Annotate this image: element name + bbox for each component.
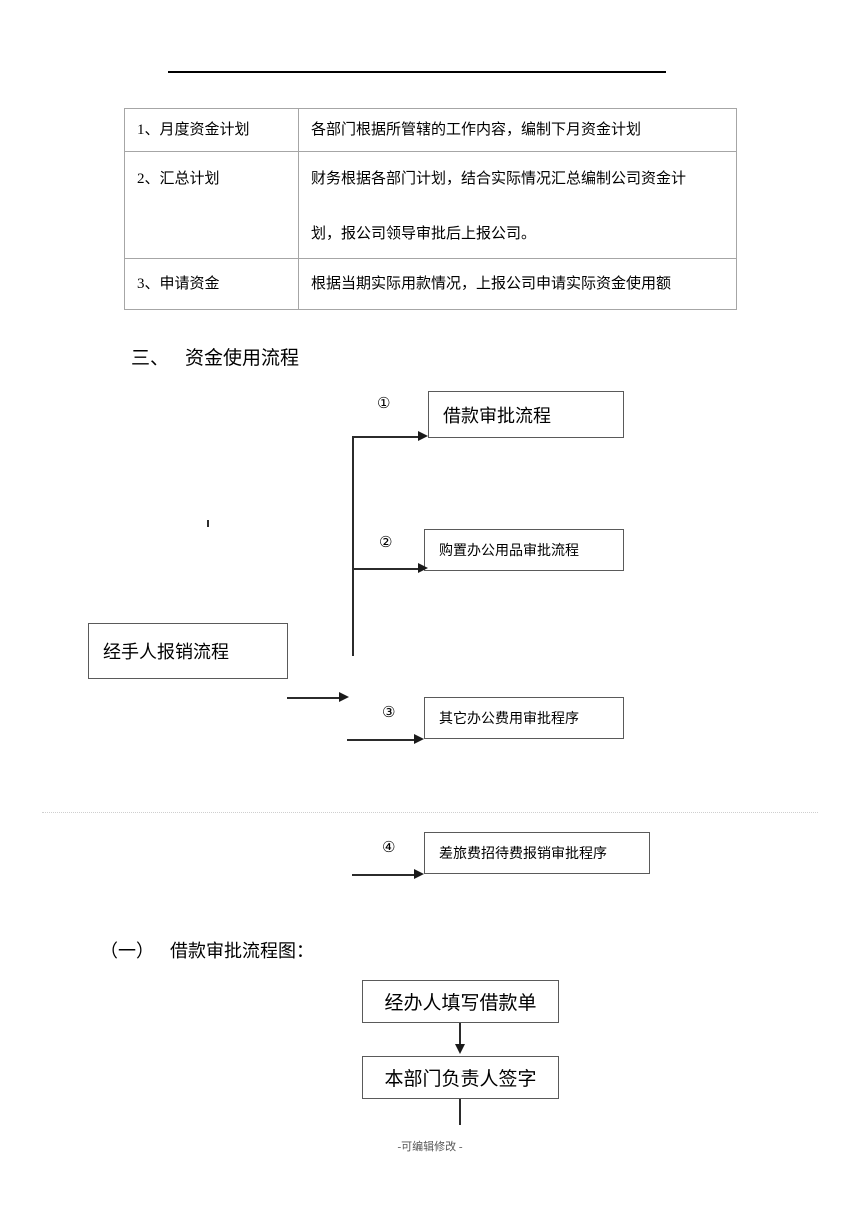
flow-connector-step-2-continue — [459, 1099, 461, 1125]
flow-box-source-label: 经手人报销流程 — [103, 642, 229, 662]
flow-box-other-office-expense-approval-label: 其它办公费用审批程序 — [439, 712, 579, 727]
fund-plan-table: 1、月度资金计划 各部门根据所管辖的工作内容，编制下月资金计划 2、汇总计划 财… — [124, 108, 737, 310]
ink-speck-artifact — [207, 520, 209, 527]
table-row: 1、月度资金计划 各部门根据所管辖的工作内容，编制下月资金计划 — [124, 108, 737, 152]
page-footer: -可编辑修改 - — [397, 1141, 463, 1153]
table-cell-label: 1、月度资金计划 — [124, 108, 299, 152]
flow-box-other-office-expense-approval: 其它办公费用审批程序 — [424, 697, 624, 739]
flow-box-travel-entertainment-approval: 差旅费招待费报销审批程序 — [424, 832, 650, 874]
top-divider-rule — [168, 71, 666, 73]
table-cell-description: 财务根据各部门计划，结合实际情况汇总编制公司资金计 划，报公司领导审批后上报公司… — [298, 151, 737, 259]
subsection-title: 借款审批流程图： — [170, 941, 314, 961]
section-number: 三、 — [131, 348, 170, 369]
flow-step-department-head-sign-label: 本部门负责人签字 — [384, 1069, 537, 1090]
table-row: 3、申请资金 根据当期实际用款情况，上报公司申请实际资金使用额 — [124, 258, 737, 310]
arrow-head-icon — [418, 431, 428, 441]
arrow-head-down-icon — [455, 1044, 465, 1054]
table-row: 2、汇总计划 财务根据各部门计划，结合实际情况汇总编制公司资金计 划，报公司领导… — [124, 151, 737, 259]
flow-connector-branch-2 — [352, 568, 420, 570]
flow-connector-step-1-to-2 — [459, 1023, 461, 1046]
arrow-head-icon — [339, 692, 349, 702]
table-cell-description-line2: 划，报公司领导审批后上报公司。 — [311, 225, 537, 242]
table-cell-description: 各部门根据所管辖的工作内容，编制下月资金计划 — [298, 108, 737, 152]
flow-box-loan-approval: 借款审批流程 — [428, 391, 624, 438]
flow-box-source: 经手人报销流程 — [88, 623, 288, 679]
flow-box-travel-entertainment-approval-label: 差旅费招待费报销审批程序 — [439, 847, 607, 862]
section-title: 资金使用流程 — [185, 348, 300, 369]
branch-marker-2: ② — [379, 533, 393, 551]
branch-marker-3: ③ — [382, 703, 396, 721]
flow-box-office-supplies-approval: 购置办公用品审批流程 — [424, 529, 624, 571]
table-cell-description: 根据当期实际用款情况，上报公司申请实际资金使用额 — [298, 258, 737, 310]
flow-connector-trunk — [352, 437, 354, 656]
table-cell-description-line1: 财务根据各部门计划，结合实际情况汇总编制公司资金计 — [311, 171, 687, 187]
section-heading-loan-flow: （一） 借款审批流程图： — [100, 937, 314, 963]
branch-marker-4: ④ — [382, 838, 396, 856]
branch-marker-1: ① — [377, 394, 391, 412]
flow-box-office-supplies-approval-label: 购置办公用品审批流程 — [439, 544, 579, 559]
flow-step-department-head-sign: 本部门负责人签字 — [362, 1056, 559, 1099]
flow-connector-standalone — [287, 697, 341, 699]
table-cell-label: 2、汇总计划 — [124, 151, 299, 259]
subsection-number: （一） — [100, 941, 154, 961]
section-heading-fund-usage: 三、资金使用流程 — [131, 343, 299, 370]
flow-step-fill-loan-form-label: 经办人填写借款单 — [384, 993, 537, 1014]
flow-step-fill-loan-form: 经办人填写借款单 — [362, 980, 559, 1023]
page-break-divider — [42, 812, 818, 813]
flow-box-loan-approval-label: 借款审批流程 — [443, 405, 551, 426]
flow-connector-branch-3 — [347, 739, 416, 741]
arrow-head-icon — [414, 734, 424, 744]
table-cell-label: 3、申请资金 — [124, 258, 299, 310]
flow-connector-branch-1 — [352, 436, 420, 438]
flow-connector-branch-4 — [352, 874, 416, 876]
arrow-head-icon — [414, 869, 424, 879]
arrow-head-icon — [418, 563, 428, 573]
